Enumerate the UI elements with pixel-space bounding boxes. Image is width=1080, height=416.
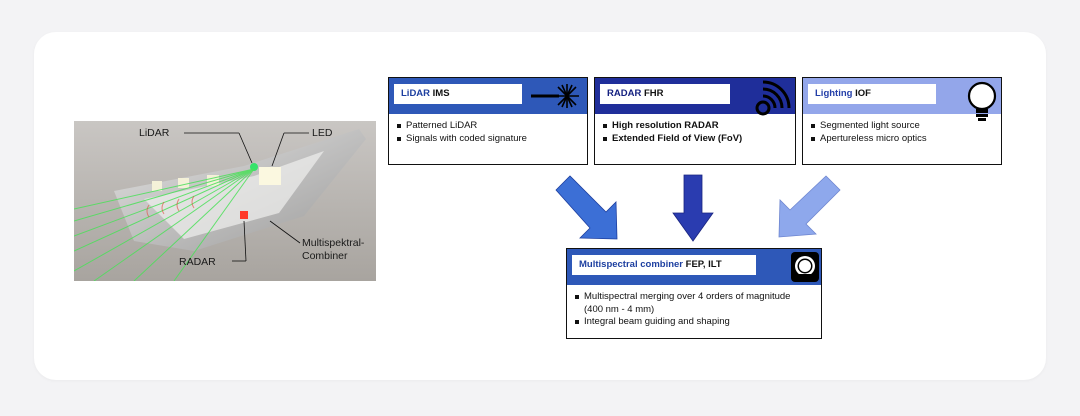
lidar-label: LiDAR — [139, 127, 170, 139]
list-item: High resolution RADAR — [602, 120, 742, 133]
list-item: Apertureless micro optics — [810, 133, 927, 146]
combiner-bullet-1-continuation: (400 nm - 4 mm) — [584, 303, 655, 315]
radar-signal-icon — [755, 80, 791, 116]
list-item: Multispectral merging over 4 orders of m… — [574, 291, 790, 316]
lighting-title-accent: Lighting — [815, 88, 853, 99]
lighting-title-rest: IOF — [852, 88, 871, 99]
combiner-box: Multispectral combiner FEP, ILT Multispe… — [566, 248, 822, 339]
arrow-left — [555, 175, 618, 240]
radar-title-accent: RADAR — [607, 88, 642, 99]
lidar-title-accent: LiDAR — [401, 88, 431, 99]
lighting-iof-box: Lighting IOF Segmented light source Aper… — [802, 77, 1002, 165]
lidar-box-title: LiDAR IMS — [394, 84, 522, 104]
headlamp-photo — [74, 121, 376, 281]
light-bulb-icon — [967, 81, 997, 121]
list-item: Segmented light source — [810, 120, 927, 133]
radar-label: RADAR — [179, 256, 216, 268]
combiner-bullet-list: Multispectral merging over 4 orders of m… — [574, 291, 790, 329]
combiner-bullet-1: Multispectral merging over 4 orders of m… — [584, 291, 791, 302]
lidar-title-rest: IMS — [430, 88, 450, 99]
combiner-label-line2: Combiner — [302, 250, 348, 262]
lidar-bullet-list: Patterned LiDAR Signals with coded signa… — [396, 120, 527, 145]
lighting-box-title: Lighting IOF — [808, 84, 936, 104]
radar-title-rest: FHR — [641, 88, 664, 99]
list-item: Integral beam guiding and shaping — [574, 316, 790, 329]
led-label: LED — [312, 127, 333, 139]
list-item: Signals with coded signature — [396, 133, 527, 146]
arrow-right — [778, 175, 841, 238]
combiner-box-title: Multispectral combiner FEP, ILT — [572, 255, 756, 275]
list-item: Patterned LiDAR — [396, 120, 527, 133]
combiner-title-rest: FEP, ILT — [683, 259, 722, 270]
arrow-middle — [672, 174, 714, 242]
lighting-bullet-list: Segmented light source Apertureless micr… — [810, 120, 927, 145]
laser-starburst-icon — [531, 84, 579, 108]
combiner-title-accent: Multispectral combiner — [579, 259, 683, 270]
list-item: Extended Field of View (FoV) — [602, 133, 742, 146]
lidar-ims-box: LiDAR IMS Patterned LiDAR Signals with c… — [388, 77, 588, 165]
radar-fhr-box: RADAR FHR High resolution RADAR Extended… — [594, 77, 796, 165]
ring-aperture-icon — [791, 252, 819, 282]
radar-box-title: RADAR FHR — [600, 84, 730, 104]
combiner-label-line1: Multispektral- — [302, 237, 365, 249]
radar-bullet-list: High resolution RADAR Extended Field of … — [602, 120, 742, 145]
